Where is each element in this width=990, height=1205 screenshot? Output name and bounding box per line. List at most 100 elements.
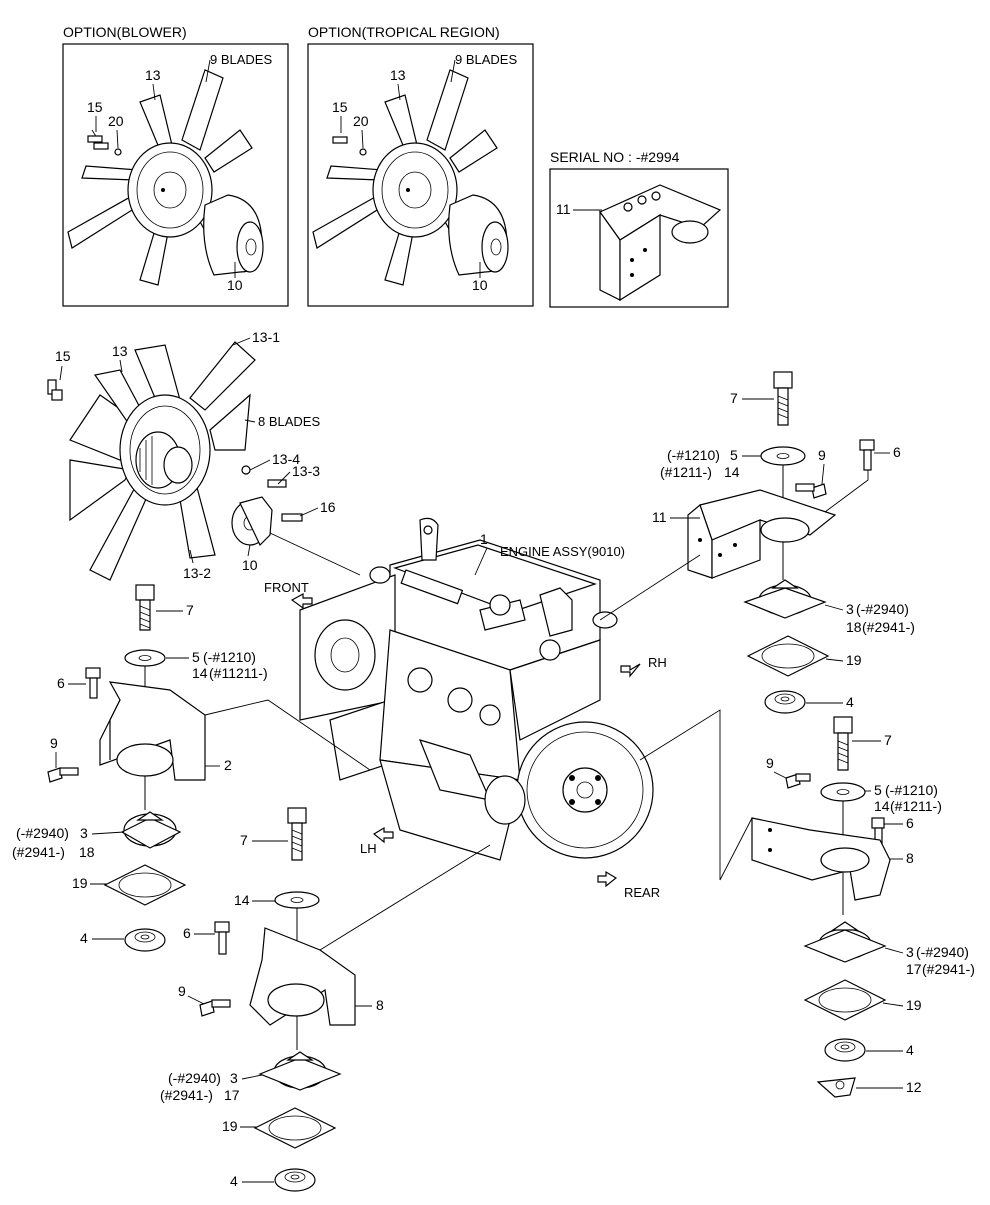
bm-callout-3-note: (-#2940) (168, 1070, 221, 1086)
engine-assy-label: ENGINE ASSY(9010) (500, 544, 625, 559)
fan-blades-label: 8 BLADES (258, 414, 320, 429)
urm-callout-18-note: (#2941-) (862, 619, 915, 635)
urm-callout-14-note: (#1211-) (660, 464, 712, 480)
bm-callout-17-note: (#2941-) (160, 1087, 213, 1103)
lrm-callout-14-note: (#1211-) (890, 798, 942, 814)
lrm-callout-5: 5 (874, 782, 882, 798)
fan-callout-13-2: 13-2 (183, 565, 211, 581)
urm-callout-18: 18 (846, 619, 862, 635)
lm-callout-7: 7 (186, 602, 194, 618)
lm-callout-5-note: (-#1210) (203, 649, 256, 665)
bm-callout-6: 6 (183, 925, 191, 941)
lrm-callout-17: 17 (906, 961, 922, 977)
fan-callout-13-3: 13-3 (292, 463, 320, 479)
lrm-callout-17-note: (#2941-) (922, 961, 975, 977)
direction-rh: RH (648, 655, 667, 670)
lrm-callout-4: 4 (906, 1042, 914, 1058)
bm-callout-19: 19 (222, 1118, 238, 1134)
lrm-callout-8: 8 (906, 850, 914, 866)
tropical-callout-15: 15 (332, 99, 348, 115)
inset-serial-title: SERIAL NO : -#2994 (550, 149, 680, 165)
bottom-mount (199, 807, 491, 1192)
bm-callout-3: 3 (230, 1070, 238, 1086)
lm-callout-14-note: (#11211-) (209, 665, 268, 681)
urm-callout-5: 5 (730, 447, 738, 463)
inset-serial: SERIAL NO : -#2994 11 (549, 149, 729, 308)
fan-blower-icon (67, 69, 264, 286)
lrm-callout-3: 3 (906, 944, 914, 960)
lm-callout-6: 6 (57, 675, 65, 691)
direction-markers: FRONT RH LH REAR (264, 580, 667, 900)
engine-icon (299, 517, 654, 861)
lrm-callout-14: 14 (874, 798, 890, 814)
lm-callout-18-note: (#2941-) (12, 844, 65, 860)
bm-callout-8: 8 (376, 997, 384, 1013)
lm-callout-9: 9 (50, 735, 58, 751)
lrm-callout-5-note: (-#1210) (885, 782, 938, 798)
left-mount (47, 584, 371, 952)
lm-callout-5: 5 (192, 649, 200, 665)
urm-callout-14: 14 (724, 464, 740, 480)
serial-callout-11: 11 (556, 201, 571, 217)
lrm-callout-19: 19 (906, 997, 922, 1013)
lm-callout-2: 2 (224, 757, 232, 773)
lm-callout-19: 19 (72, 875, 88, 891)
fan-tropical-icon (312, 69, 509, 286)
engine-assembly: 1 ENGINE ASSY(9010) (299, 517, 654, 861)
blower-callout-15: 15 (87, 99, 103, 115)
lower-right-mount (639, 709, 891, 1098)
bm-callout-14: 14 (234, 892, 250, 908)
urm-callout-3: 3 (846, 601, 854, 617)
lrm-callout-12: 12 (906, 1079, 922, 1095)
lrm-callout-3-note: (-#2940) (916, 944, 969, 960)
bm-callout-7: 7 (240, 832, 248, 848)
urm-callout-5-note: (-#1210) (667, 447, 720, 463)
fan-8-blades-icon (47, 341, 303, 581)
tropical-blades-label: 9 BLADES (455, 52, 517, 67)
blower-callout-10: 10 (227, 277, 243, 293)
lm-callout-3-note: (-#2940) (16, 825, 69, 841)
lm-callout-14: 14 (192, 665, 208, 681)
inset-tropical-title: OPTION(TROPICAL REGION) (308, 24, 500, 40)
fan-callout-10: 10 (242, 557, 258, 573)
engine-callout-1: 1 (480, 531, 488, 547)
fan-callout-13-4: 13-4 (272, 451, 300, 467)
urm-callout-9: 9 (818, 447, 826, 463)
rear-arrow-icon (597, 870, 618, 888)
direction-lh: LH (360, 841, 377, 856)
blower-callout-20: 20 (108, 113, 124, 129)
urm-callout-19: 19 (846, 652, 862, 668)
inset-blower-title: OPTION(BLOWER) (63, 24, 187, 40)
blower-callout-13: 13 (145, 67, 161, 83)
front-arrow-icon (290, 592, 313, 610)
urm-callout-11: 11 (652, 509, 667, 525)
bm-callout-4: 4 (230, 1173, 238, 1189)
tropical-callout-10: 10 (472, 277, 488, 293)
fan-callout-13: 13 (112, 343, 128, 359)
urm-callout-3-note: (-#2940) (856, 601, 909, 617)
lrm-callout-6: 6 (906, 815, 914, 831)
inset-tropical: OPTION(TROPICAL REGION) 13 9 BLADES 15 2… (307, 24, 534, 307)
lrm-callout-7: 7 (884, 732, 892, 748)
urm-callout-7: 7 (730, 390, 738, 406)
tropical-callout-13: 13 (390, 67, 406, 83)
fan-callout-13-1: 13-1 (252, 329, 280, 345)
tropical-callout-20: 20 (353, 113, 369, 129)
lrm-callout-9: 9 (766, 755, 774, 771)
fan-callout-16: 16 (320, 499, 336, 515)
inset-blower: OPTION(BLOWER) 13 9 BLADES 15 (62, 24, 289, 307)
lm-callout-18: 18 (79, 844, 95, 860)
lh-arrow-icon (372, 826, 394, 844)
fan-callout-15: 15 (55, 348, 71, 364)
bm-callout-9: 9 (178, 983, 186, 999)
bracket-serial-icon (599, 184, 722, 302)
upper-right-mount (599, 371, 875, 714)
direction-front: FRONT (264, 580, 309, 595)
urm-callout-4: 4 (846, 694, 854, 710)
blower-blades-label: 9 BLADES (210, 52, 272, 67)
rh-arrow-icon (620, 663, 641, 678)
urm-callout-6: 6 (893, 444, 901, 460)
lm-callout-4: 4 (80, 930, 88, 946)
